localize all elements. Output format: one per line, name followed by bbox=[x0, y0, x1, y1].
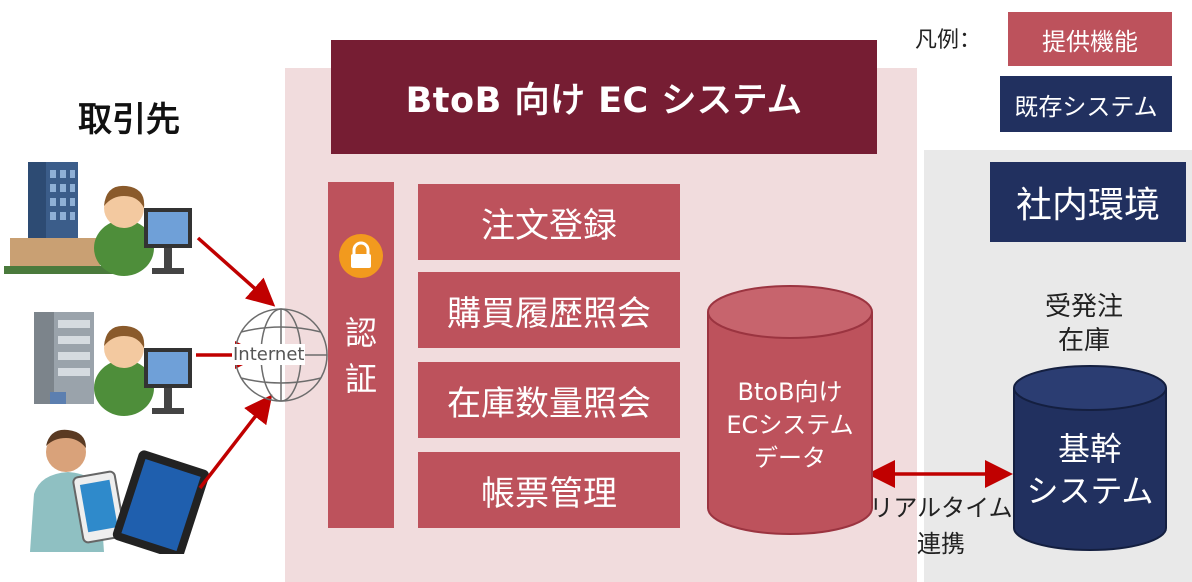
core-system-line-2: システム bbox=[1026, 472, 1154, 510]
core-system-line-1: 基幹 bbox=[1057, 430, 1122, 468]
authentication-label: 認 証 bbox=[328, 310, 394, 402]
user-at-pc-icon bbox=[94, 325, 192, 416]
ec-database-label: BtoB向け ECシステム データ bbox=[704, 376, 876, 475]
mobile-user-icon bbox=[30, 429, 210, 554]
authentication-block: 認 証 bbox=[328, 182, 394, 528]
legend-label: 凡例： bbox=[915, 28, 982, 53]
internet-label: Internet bbox=[232, 344, 306, 365]
auth-char-2: 証 bbox=[344, 360, 377, 398]
partners-heading: 取引先 bbox=[78, 100, 180, 140]
order-stock-label: 受発注 在庫 bbox=[1000, 290, 1168, 358]
lock-icon bbox=[339, 234, 383, 278]
order-stock-line-2: 在庫 bbox=[1057, 326, 1110, 356]
legend-provided-function: 提供機能 bbox=[1008, 12, 1172, 66]
realtime-link-label: リアルタイム 連携 bbox=[866, 490, 1016, 562]
ec-database-cylinder bbox=[707, 285, 873, 535]
realtime-link-line-2: 連携 bbox=[917, 530, 965, 558]
function-order-registration: 注文登録 bbox=[418, 184, 680, 260]
user-at-pc-icon bbox=[94, 185, 192, 276]
ec-database-line-3: データ bbox=[754, 444, 826, 472]
system-title: BtoB 向け EC システム bbox=[331, 40, 877, 154]
auth-char-1: 認 bbox=[344, 314, 377, 352]
order-stock-line-1: 受発注 bbox=[1044, 292, 1123, 322]
core-system-label: 基幹 システム bbox=[1010, 428, 1170, 512]
function-purchase-history: 購買履歴照会 bbox=[418, 272, 680, 348]
internal-environment-label: 社内環境 bbox=[990, 162, 1186, 242]
function-report-management: 帳票管理 bbox=[418, 452, 680, 528]
arrow-top bbox=[196, 236, 276, 307]
arrow-bottom bbox=[198, 394, 273, 490]
ec-database-line-1: BtoB向け bbox=[737, 378, 843, 406]
ec-database-line-2: ECシステム bbox=[726, 411, 854, 439]
core-system-cylinder bbox=[1013, 365, 1167, 551]
function-stock-inquiry: 在庫数量照会 bbox=[418, 362, 680, 438]
office-building-icon bbox=[4, 162, 114, 274]
realtime-link-line-1: リアルタイム bbox=[869, 494, 1013, 522]
legend-existing-system: 既存システム bbox=[1000, 76, 1172, 132]
office-building-icon bbox=[34, 312, 94, 404]
